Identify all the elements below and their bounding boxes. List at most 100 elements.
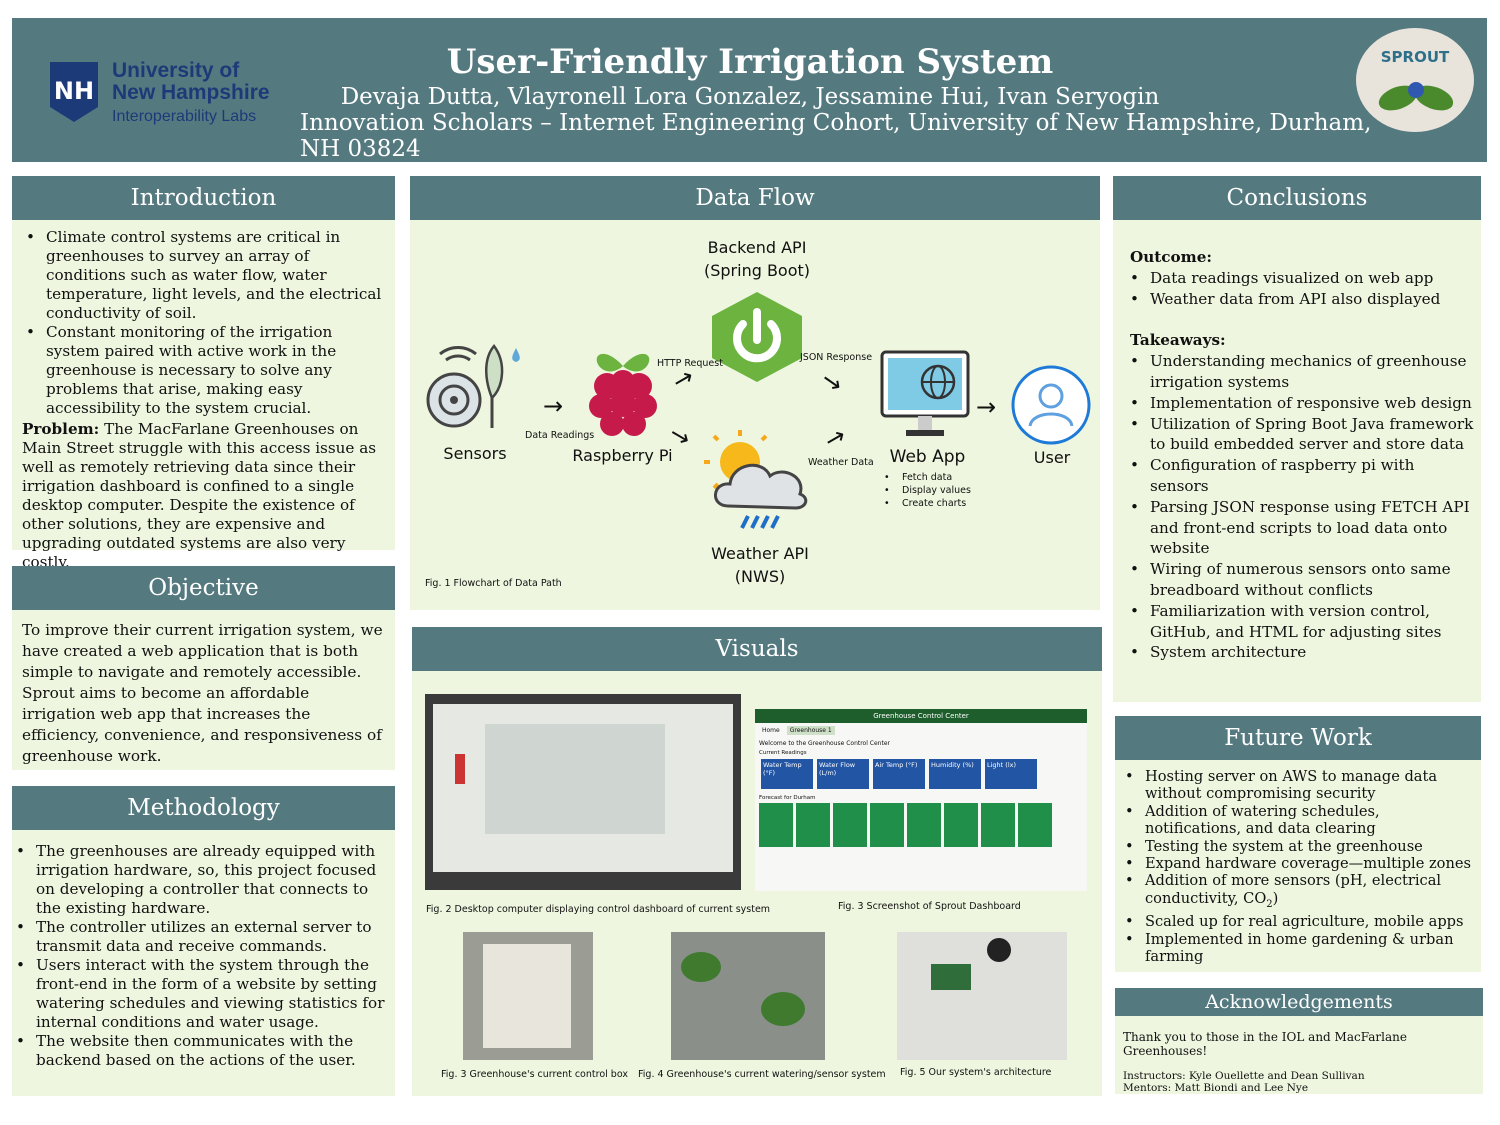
weather-icon xyxy=(704,430,808,529)
list-item: Wiring of numerous sensors onto same bre… xyxy=(1126,559,1475,601)
list-item: Addition of watering schedules, notifica… xyxy=(1121,803,1475,838)
list-item: Utilization of Spring Boot Java framewor… xyxy=(1126,414,1475,456)
objective-panel: Objective To improve their current irrig… xyxy=(12,566,395,770)
sprout-leaves-icon xyxy=(1378,82,1454,111)
desktop-photo xyxy=(425,694,741,890)
dataflow-panel: Data Flow xyxy=(410,176,1100,610)
list-item: Data readings visualized on web app xyxy=(1126,268,1475,289)
ack-thanks: Thank you to those in the IOL and MacFar… xyxy=(1123,1030,1407,1058)
list-item: Weather data from API also displayed xyxy=(1126,289,1475,310)
fig5-caption: Fig. 5 Our system's architecture xyxy=(900,1067,1052,1078)
dashboard-forecast: Forecast for Durham xyxy=(759,795,816,801)
list-item: Understanding mechanics of greenhouse ir… xyxy=(1126,351,1475,393)
methodology-heading: Methodology xyxy=(12,786,395,830)
takeaways-list: Understanding mechanics of greenhouse ir… xyxy=(1126,351,1475,663)
unh-shield-icon: NH xyxy=(50,62,98,122)
introduction-list: Climate control systems are critical in … xyxy=(22,228,385,418)
list-item: Create charts xyxy=(880,497,971,510)
fig2-caption: Fig. 2 Desktop computer displaying contr… xyxy=(426,904,771,915)
backend-label-2: (Spring Boot) xyxy=(703,261,811,280)
unh-lab: Interoperability Labs xyxy=(112,108,257,125)
future-work-list: Hosting server on AWS to manage data wit… xyxy=(1115,760,1481,965)
list-item: Users interact with the system through t… xyxy=(12,956,387,1032)
web-app-list: Fetch data Display values Create charts xyxy=(880,471,971,510)
user-icon xyxy=(1011,365,1091,445)
data-readings-label: Data Readings xyxy=(525,430,595,441)
list-item: Hosting server on AWS to manage data wit… xyxy=(1121,768,1475,803)
fig4-caption: Fig. 4 Greenhouse's current watering/sen… xyxy=(638,1069,886,1080)
dashboard-card: Water Temp (°F) xyxy=(761,759,813,789)
list-item: System architecture xyxy=(1126,642,1475,663)
dashboard-current: Current Readings xyxy=(759,750,807,756)
ack-mentors: Mentors: Matt Biondi and Lee Nye xyxy=(1123,1082,1309,1094)
co2-close: ) xyxy=(1272,889,1279,907)
co2-text: Addition of more sensors (pH, electrical… xyxy=(1145,872,1442,907)
methodology-list: The greenhouses are already equipped wit… xyxy=(12,830,395,1070)
co2-subscript: 2 xyxy=(1266,898,1273,910)
web-app-monitor-icon xyxy=(880,350,970,436)
fig3b-caption: Fig. 3 Greenhouse's current control box xyxy=(441,1069,628,1080)
list-item: Implementation of responsive web design xyxy=(1126,393,1475,414)
acknowledgements-heading: Acknowledgements xyxy=(1115,988,1483,1016)
dashboard-card: Air Temp (°F) xyxy=(873,759,925,789)
sprout-logo-text: SPROUT xyxy=(1380,48,1450,66)
fig3-caption: Fig. 3 Screenshot of Sprout Dashboard xyxy=(838,901,1021,912)
weather-api-label-1: Weather API xyxy=(711,544,809,563)
list-item: Implemented in home gardening & urban fa… xyxy=(1121,931,1475,966)
list-item: The greenhouses are already equipped wit… xyxy=(12,842,387,918)
list-item: Parsing JSON response using FETCH API an… xyxy=(1126,497,1475,559)
json-response-label: JSON Response xyxy=(800,352,873,363)
poster-header xyxy=(12,18,1487,162)
user-label: User xyxy=(1033,448,1071,467)
unh-name: University of New Hampshire xyxy=(112,59,270,104)
poster-title: User-Friendly Irrigation System xyxy=(446,42,1054,82)
list-item: Constant monitoring of the irrigation sy… xyxy=(22,323,385,418)
outcome-list: Data readings visualized on web app Weat… xyxy=(1126,268,1475,310)
conclusions-heading: Conclusions xyxy=(1113,176,1481,220)
dataflow-heading: Data Flow xyxy=(410,176,1100,220)
system-architecture-photo xyxy=(897,932,1067,1060)
list-item: Configuration of raspberry pi with senso… xyxy=(1126,455,1475,497)
list-item: Testing the system at the greenhouse xyxy=(1121,838,1475,856)
list-item: The controller utilizes an external serv… xyxy=(12,918,387,956)
list-item: Climate control systems are critical in … xyxy=(22,228,385,323)
control-box-photo xyxy=(463,932,593,1060)
dashboard-tab-greenhouse[interactable]: Greenhouse 1 xyxy=(786,726,835,735)
list-item: Scaled up for real agriculture, mobile a… xyxy=(1121,913,1475,931)
dashboard-welcome: Welcome to the Greenhouse Control Center xyxy=(759,740,890,747)
sensors-label: Sensors xyxy=(443,444,507,463)
problem-label: Problem: xyxy=(22,420,100,438)
list-item: Fetch data xyxy=(880,471,971,484)
arrow-right-icon: → xyxy=(976,393,997,421)
sensors-icon xyxy=(426,343,520,428)
list-item: Expand hardware coverage—multiple zones xyxy=(1121,855,1475,873)
list-item: The website then communicates with the b… xyxy=(12,1032,387,1070)
future-work-heading: Future Work xyxy=(1115,716,1481,760)
http-request-label: HTTP Request xyxy=(657,358,723,369)
visuals-heading: Visuals xyxy=(412,627,1102,671)
future-work-panel: Future Work Hosting server on AWS to man… xyxy=(1115,716,1481,972)
dashboard-tab-home[interactable]: Home xyxy=(762,727,780,734)
poster-affiliation: Innovation Scholars – Internet Engineeri… xyxy=(300,110,1372,162)
raspberry-pi-label: Raspberry Pi xyxy=(572,446,673,465)
dashboard-card: Humidity (%) xyxy=(929,759,981,789)
watering-system-photo xyxy=(671,932,825,1060)
methodology-panel: Methodology The greenhouses are already … xyxy=(12,786,395,1096)
backend-label-1: Backend API xyxy=(707,238,807,257)
introduction-heading: Introduction xyxy=(12,176,395,220)
web-app-label: Web App xyxy=(889,447,966,467)
poster-authors: Devaja Dutta, Vlayronell Lora Gonzalez, … xyxy=(340,84,1160,110)
arrow-right-icon: → xyxy=(543,392,564,420)
forecast-row xyxy=(755,802,1087,848)
unh-logo: NH University of New Hampshire Interoper… xyxy=(50,59,290,132)
weather-data-label: Weather Data xyxy=(808,457,874,468)
raspberry-pi-icon xyxy=(589,353,657,436)
acknowledgements-panel: Acknowledgements Thank you to those in t… xyxy=(1115,988,1483,1094)
outcome-label: Outcome: xyxy=(1130,248,1213,266)
weather-api-label-2: (NWS) xyxy=(734,567,786,586)
list-item: Familiarization with version control, Gi… xyxy=(1126,601,1475,643)
dashboard-title: Greenhouse Control Center xyxy=(755,709,1087,723)
problem-text: The MacFarlane Greenhouses on Main Stree… xyxy=(22,420,377,571)
conclusions-panel: Conclusions Outcome: Data readings visua… xyxy=(1113,176,1481,702)
sprout-dashboard-screenshot: Greenhouse Control Center Home Greenhous… xyxy=(755,709,1087,891)
